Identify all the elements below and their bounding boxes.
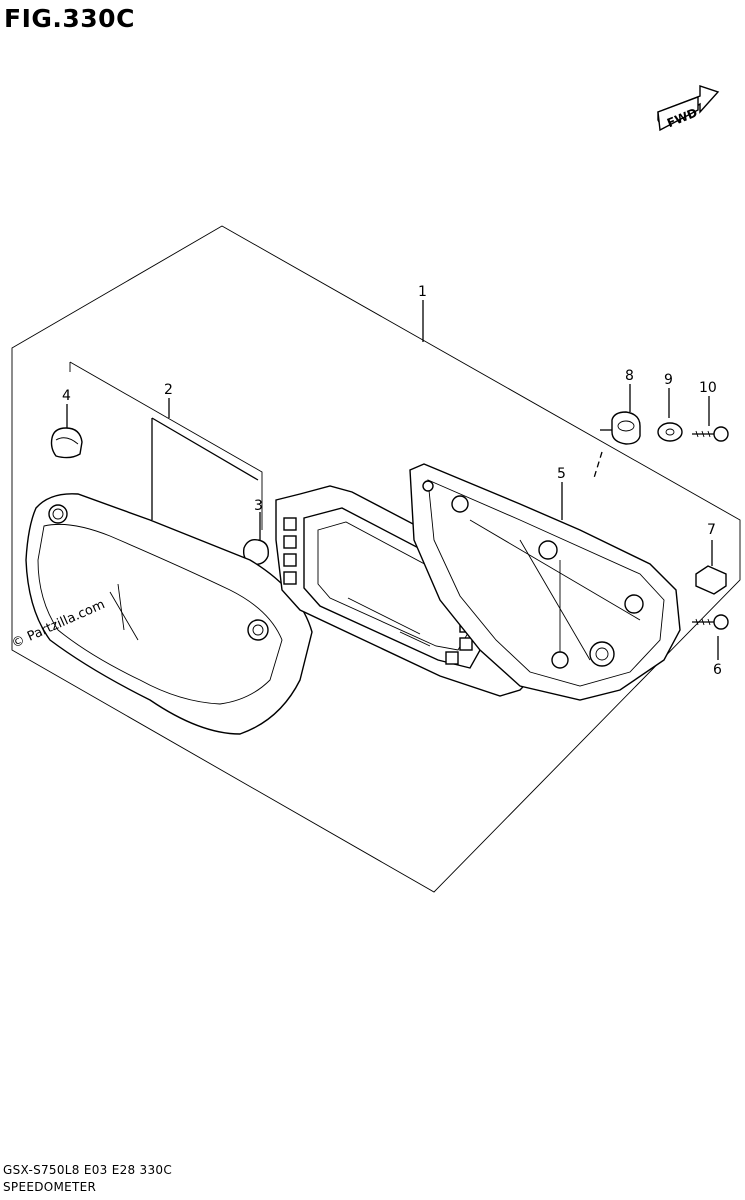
callout-10: 10 [699, 380, 717, 396]
callout-2: 2 [164, 382, 173, 398]
screw-part-10 [692, 426, 729, 442]
callout-7: 7 [707, 522, 716, 538]
callout-9: 9 [664, 372, 673, 388]
washer-part-9 [657, 422, 683, 442]
callout-3: 3 [254, 498, 263, 514]
footer-section-name: SPEEDOMETER [3, 1180, 97, 1194]
assembly-outline [11, 225, 741, 893]
screw-part-6 [692, 614, 729, 630]
figure-title: FIG.330C [4, 4, 135, 33]
meter-cover-part-2 [25, 493, 313, 735]
callout-5: 5 [557, 466, 566, 482]
clip-part-7 [695, 565, 727, 595]
grommet-part-8 [611, 411, 641, 445]
back-case-part-5 [409, 463, 681, 701]
callout-6: 6 [713, 662, 722, 678]
rubber-cap-part-4 [50, 427, 83, 459]
subgroup-outline [69, 361, 263, 530]
callout-1: 1 [418, 284, 427, 300]
callout-8: 8 [625, 368, 634, 384]
fwd-arrow-icon: FWD [657, 85, 720, 132]
footer-model-code: GSX-S750L8 E03 E28 330C [3, 1163, 173, 1177]
callout-4: 4 [62, 388, 71, 404]
